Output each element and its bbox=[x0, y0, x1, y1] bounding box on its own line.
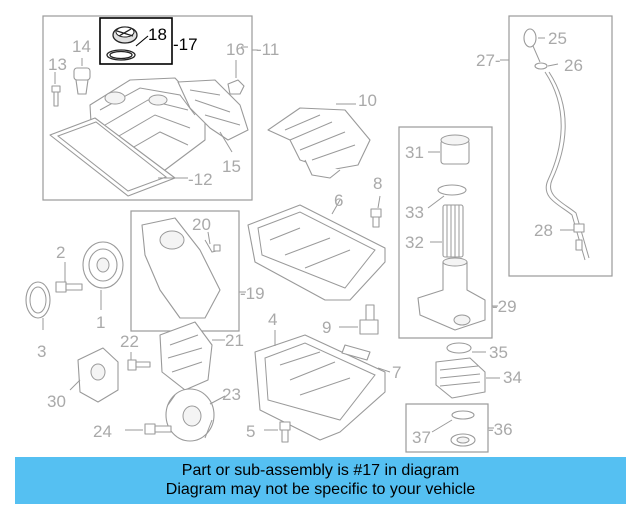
pulley-cap-part bbox=[25, 281, 51, 319]
oil-filler-cap-part bbox=[112, 26, 138, 44]
dipstick-part-25 bbox=[523, 28, 541, 63]
oring-part-33 bbox=[437, 184, 467, 196]
bolt-part-22 bbox=[127, 359, 151, 371]
callout-17: -17 bbox=[173, 35, 198, 54]
crank-pulley-part bbox=[82, 241, 124, 289]
dipstick-bracket-part-28 bbox=[573, 223, 585, 251]
bolt-part-13 bbox=[51, 85, 61, 107]
parts-diagram: 1 2 3 4 5 6 7 8 9 10 -11 -12 13 14 15 16… bbox=[25, 15, 613, 453]
drain-plug-part-5 bbox=[279, 421, 291, 443]
group-box-dipstick bbox=[508, 15, 613, 277]
part-info-banner: Part or sub-assembly is #17 in diagram D… bbox=[15, 457, 626, 504]
callout-30: 30 bbox=[47, 392, 66, 411]
callout-labels: 1 2 3 4 5 6 7 8 9 10 -11 -12 13 14 15 16… bbox=[37, 25, 583, 447]
dipstick-tube-part bbox=[544, 71, 590, 261]
callout-18: 18 bbox=[148, 25, 167, 44]
callout-28: 28 bbox=[534, 221, 553, 240]
oring-part-26 bbox=[534, 62, 548, 70]
callout-31: 31 bbox=[405, 143, 424, 162]
callout-16: 16 bbox=[226, 40, 245, 59]
callout-2: 2 bbox=[56, 243, 65, 262]
drain-plug-part-8 bbox=[370, 208, 382, 228]
callout-4: 4 bbox=[268, 310, 277, 329]
cover-part-21 bbox=[159, 321, 213, 391]
cover-heat-shield-part bbox=[177, 79, 249, 141]
breather-part-14 bbox=[73, 67, 91, 95]
callout-32: 32 bbox=[405, 233, 424, 252]
callout-1: 1 bbox=[96, 313, 105, 332]
banner-line-2: Diagram may not be specific to your vehi… bbox=[165, 481, 476, 498]
oil-pump-cover-part-30 bbox=[77, 347, 119, 403]
callout-12: -12 bbox=[188, 170, 213, 189]
callout-10: 10 bbox=[358, 91, 377, 110]
seal-part-37 bbox=[450, 410, 476, 447]
gasket-part-7 bbox=[341, 344, 371, 361]
callout-6: 6 bbox=[334, 191, 343, 210]
intake-cover-part bbox=[267, 107, 371, 179]
callout-25: 25 bbox=[548, 29, 567, 48]
sensor-part-9 bbox=[359, 304, 379, 335]
group-box-valve-cover bbox=[42, 15, 253, 201]
callout-11: -11 bbox=[256, 40, 279, 59]
seal-plate-part-23 bbox=[165, 388, 215, 442]
timing-cover-bolt-part-20 bbox=[204, 239, 221, 253]
callout-7: 7 bbox=[392, 363, 401, 382]
callout-5: 5 bbox=[246, 422, 255, 441]
timing-cover-part bbox=[141, 217, 221, 319]
callout-21: 21 bbox=[225, 331, 244, 350]
leader-lines bbox=[42, 37, 574, 433]
callout-33: 33 bbox=[405, 203, 424, 222]
callout-26: 26 bbox=[564, 56, 583, 75]
filter-cap-part-31 bbox=[440, 134, 470, 165]
callout-3: 3 bbox=[37, 342, 46, 361]
oring-part-35 bbox=[446, 342, 472, 354]
callout-23: 23 bbox=[222, 385, 241, 404]
bolt-part-16 bbox=[227, 79, 245, 95]
callout-19: -19 bbox=[240, 284, 265, 303]
callout-27: 27- bbox=[476, 51, 501, 70]
callout-37: 37 bbox=[412, 428, 431, 447]
oil-cap-seal-part bbox=[106, 49, 136, 61]
callout-35: 35 bbox=[489, 343, 508, 362]
lower-oil-pan-part bbox=[254, 334, 386, 441]
callout-13: 13 bbox=[48, 55, 67, 74]
pulley-bolt-part-2 bbox=[55, 281, 83, 293]
upper-oil-pan-part bbox=[247, 204, 386, 301]
oil-filter-element-part-32 bbox=[442, 204, 464, 258]
callout-36: -36 bbox=[488, 420, 513, 439]
group-box-oil-filter bbox=[398, 126, 493, 339]
banner-line-1: Part or sub-assembly is #17 in diagram bbox=[181, 462, 460, 479]
callout-34: 34 bbox=[503, 368, 522, 387]
callout-14: 14 bbox=[72, 37, 91, 56]
oil-cooler-part-34 bbox=[435, 357, 486, 399]
callout-9: 9 bbox=[322, 318, 331, 337]
bolt-part-24 bbox=[144, 423, 172, 435]
callout-29: -29 bbox=[492, 297, 517, 316]
callout-8: 8 bbox=[373, 174, 382, 193]
group-box-oil-cap bbox=[99, 17, 173, 65]
callout-20: 20 bbox=[192, 215, 211, 234]
callout-24: 24 bbox=[93, 422, 112, 441]
callout-22: 22 bbox=[120, 332, 139, 351]
callout-15: 15 bbox=[222, 157, 241, 176]
filter-housing-part bbox=[417, 257, 486, 331]
